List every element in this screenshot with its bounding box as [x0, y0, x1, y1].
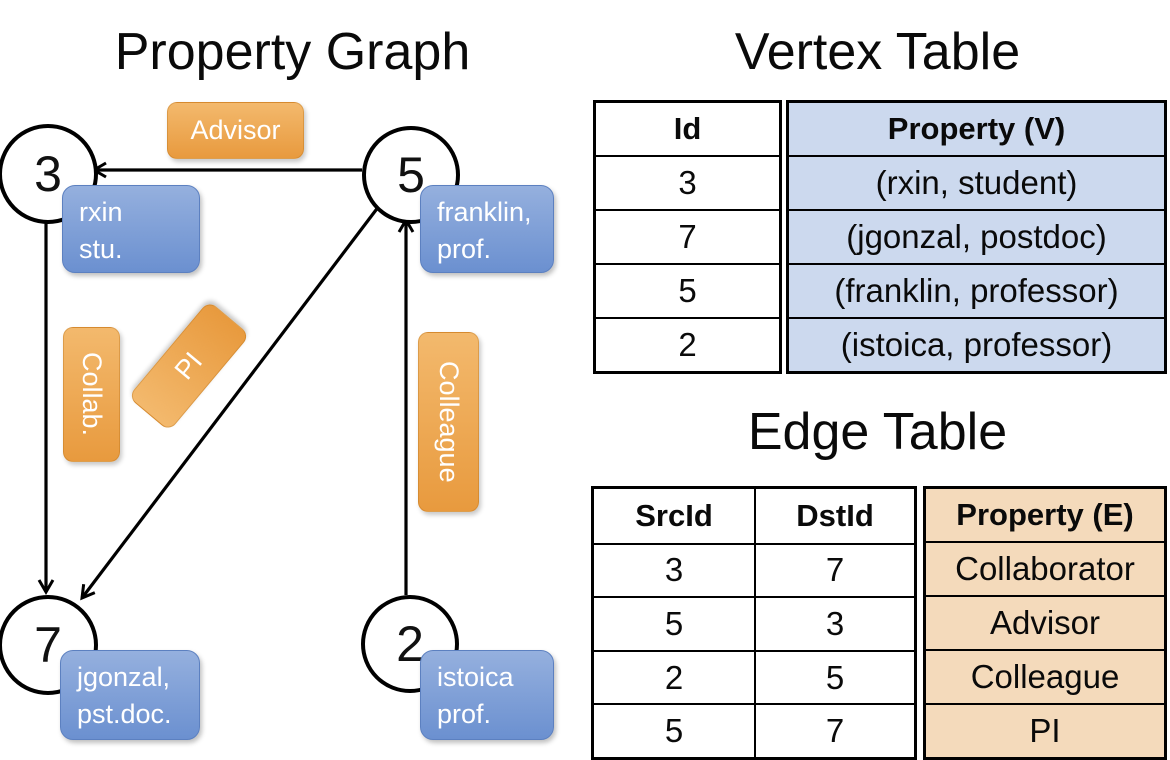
vertex-table-property-cell: (istoica, professor)	[789, 317, 1164, 371]
vertex-property-box-5: franklin, prof.	[420, 185, 554, 273]
edge-label-text: Advisor	[190, 115, 281, 145]
edge-table-header-srcid: SrcId	[635, 497, 713, 533]
vertex-table-id-cell: 2	[596, 317, 779, 371]
vertex-table-header-property: Property (V)	[887, 111, 1066, 146]
property-line: pst.doc.	[77, 699, 172, 729]
vertex-table-id-cell: 7	[596, 209, 779, 263]
edge-table-dst-cell: 5	[754, 649, 914, 704]
property-line: franklin,	[437, 197, 532, 227]
edge-table-dst-cell: 3	[754, 596, 914, 650]
edge-table-src-cell: 3	[594, 542, 754, 597]
property-line: jgonzal,	[77, 662, 171, 692]
graph-edges-canvas	[37, 161, 415, 601]
edge-table-property-column: Property (E) Collaborator Advisor Collea…	[923, 486, 1167, 760]
edge-table-src-dst-columns: SrcId DstId 3 7 5 3 2 5 5 7	[591, 486, 917, 760]
vertex-id: 2	[396, 616, 424, 672]
edge-table-header-dstid: DstId	[754, 489, 914, 543]
property-graph-title: Property Graph	[114, 23, 471, 81]
property-line: istoica	[437, 662, 514, 692]
edge-label-colleague: Colleague	[418, 332, 479, 512]
property-line: rxin	[79, 197, 123, 227]
vertex-table-id-column: Id 3 7 5 2	[593, 100, 782, 374]
vertex-table-property-cell: (rxin, student)	[789, 155, 1164, 209]
edge-table-src-cell: 5	[594, 596, 754, 650]
vertex-table-id-cell: 5	[596, 263, 779, 317]
property-line: stu.	[79, 234, 123, 264]
property-line: prof.	[437, 699, 492, 729]
vertex-property-box-3: rxin stu.	[62, 185, 200, 273]
vertex-table-title: Vertex Table	[734, 23, 1021, 81]
vertex-table-property-cell: (jgonzal, postdoc)	[789, 209, 1164, 263]
vertex-table-property-cell: (franklin, professor)	[789, 263, 1164, 317]
edge-table-header-property: Property (E)	[956, 497, 1134, 532]
edge-label-collab: Collab.	[63, 327, 120, 462]
edge-table-property-cell: Collaborator	[926, 541, 1164, 595]
edge-table-property-cell: Advisor	[926, 595, 1164, 649]
edge-table-property-cell: Colleague	[926, 649, 1164, 703]
edge-label-text: PI	[168, 346, 209, 386]
vertex-table-property-column: Property (V) (rxin, student) (jgonzal, p…	[786, 100, 1167, 374]
edge-table-src-cell: 5	[594, 703, 754, 757]
property-line: prof.	[437, 234, 492, 264]
edge-label-text: Collab.	[77, 352, 107, 437]
vertex-id: 3	[34, 146, 62, 202]
vertex-table-header-id: Id	[673, 111, 702, 146]
edge-label-text: Colleague	[434, 361, 464, 483]
vertex-table-id-cell: 3	[596, 155, 779, 209]
vertex-circle-2: 2	[361, 595, 459, 693]
edge-label-advisor: Advisor	[167, 102, 304, 159]
edge-table-property-cell: PI	[926, 703, 1164, 757]
edge-table-dst-cell: 7	[754, 542, 914, 597]
vertex-id: 7	[34, 617, 62, 673]
vertex-property-box-2: istoica prof.	[420, 650, 554, 740]
edge-table-title: Edge Table	[747, 403, 1008, 461]
edge-table-src-cell: 2	[594, 649, 754, 704]
vertex-property-box-7: jgonzal, pst.doc.	[60, 650, 200, 740]
edge-5-to-7-pi	[80, 205, 381, 601]
edge-table-dst-cell: 7	[754, 703, 914, 757]
